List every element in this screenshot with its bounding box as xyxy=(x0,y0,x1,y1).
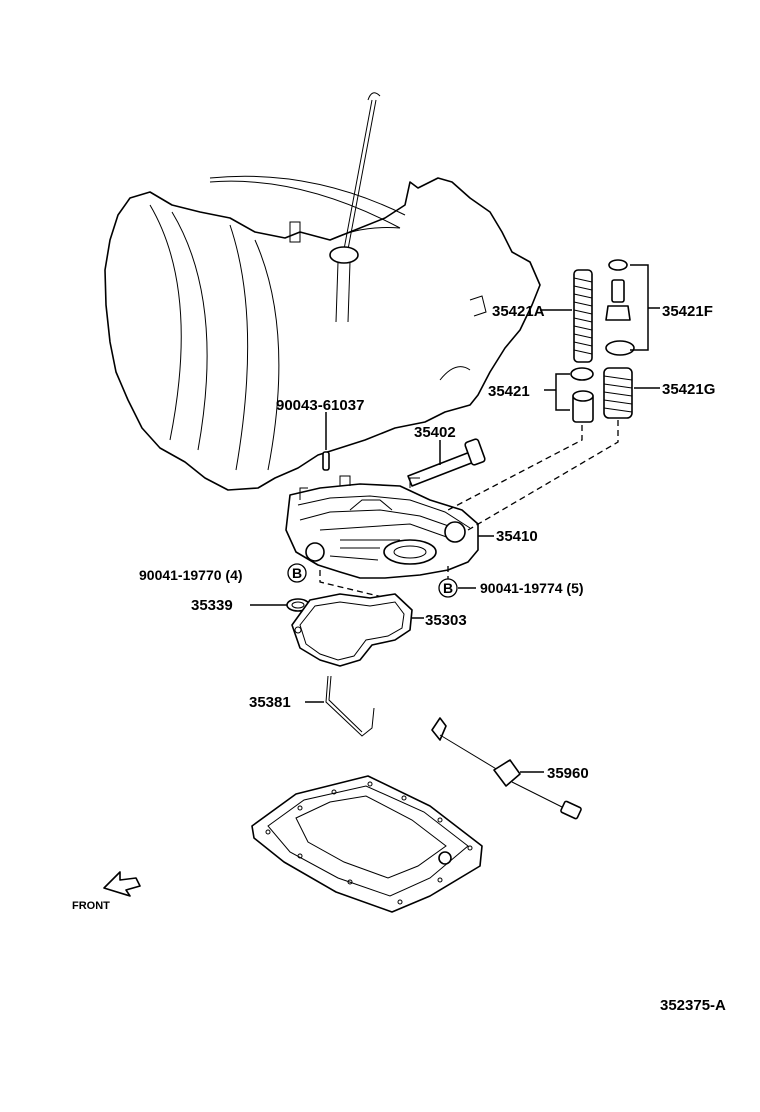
o-ring-35339 xyxy=(250,598,310,612)
oil-pan xyxy=(251,775,483,913)
label-35421A: 35421A xyxy=(492,303,545,320)
label-35381: 35381 xyxy=(249,694,291,711)
sensor-35960 xyxy=(431,717,582,820)
tube-35381 xyxy=(305,675,375,737)
leader-b-left-dash xyxy=(319,570,396,601)
leader-35421G-dash xyxy=(467,420,619,531)
label-90041-19770: 90041-19770 (4) xyxy=(139,567,243,583)
bracket-35421F xyxy=(630,264,660,351)
label-90041-19774: 90041-19774 (5) xyxy=(480,580,584,596)
figure-code: 352375-A xyxy=(660,997,726,1014)
label-90043-61037: 90043-61037 xyxy=(276,397,364,414)
spring-35421A xyxy=(573,269,593,363)
b-marker-left: B xyxy=(287,563,307,583)
label-35421G: 35421G xyxy=(662,381,715,398)
label-35421: 35421 xyxy=(488,383,530,400)
bracket-35421 xyxy=(544,373,570,411)
label-35421F: 35421F xyxy=(662,303,713,320)
label-35402: 35402 xyxy=(414,424,456,441)
b-marker-left-label: B xyxy=(292,565,302,581)
leader-35421-dash xyxy=(447,425,583,511)
valve-35421F xyxy=(605,259,635,356)
label-35303: 35303 xyxy=(425,612,467,629)
plug-35421 xyxy=(570,367,594,423)
dowel-pin xyxy=(322,412,330,471)
front-arrow-icon xyxy=(103,871,141,897)
b-marker-right: B xyxy=(438,578,458,598)
label-35410: 35410 xyxy=(496,528,538,545)
label-35339: 35339 xyxy=(191,597,233,614)
transmission-case xyxy=(104,175,541,491)
front-label: FRONT xyxy=(72,900,110,912)
spring-35421G xyxy=(603,367,633,419)
dipstick xyxy=(329,92,381,323)
label-35960: 35960 xyxy=(547,765,589,782)
bolt-35402 xyxy=(407,438,486,487)
valve-body xyxy=(285,475,479,579)
b-marker-right-label: B xyxy=(443,580,453,596)
strainer-35303 xyxy=(291,593,424,667)
